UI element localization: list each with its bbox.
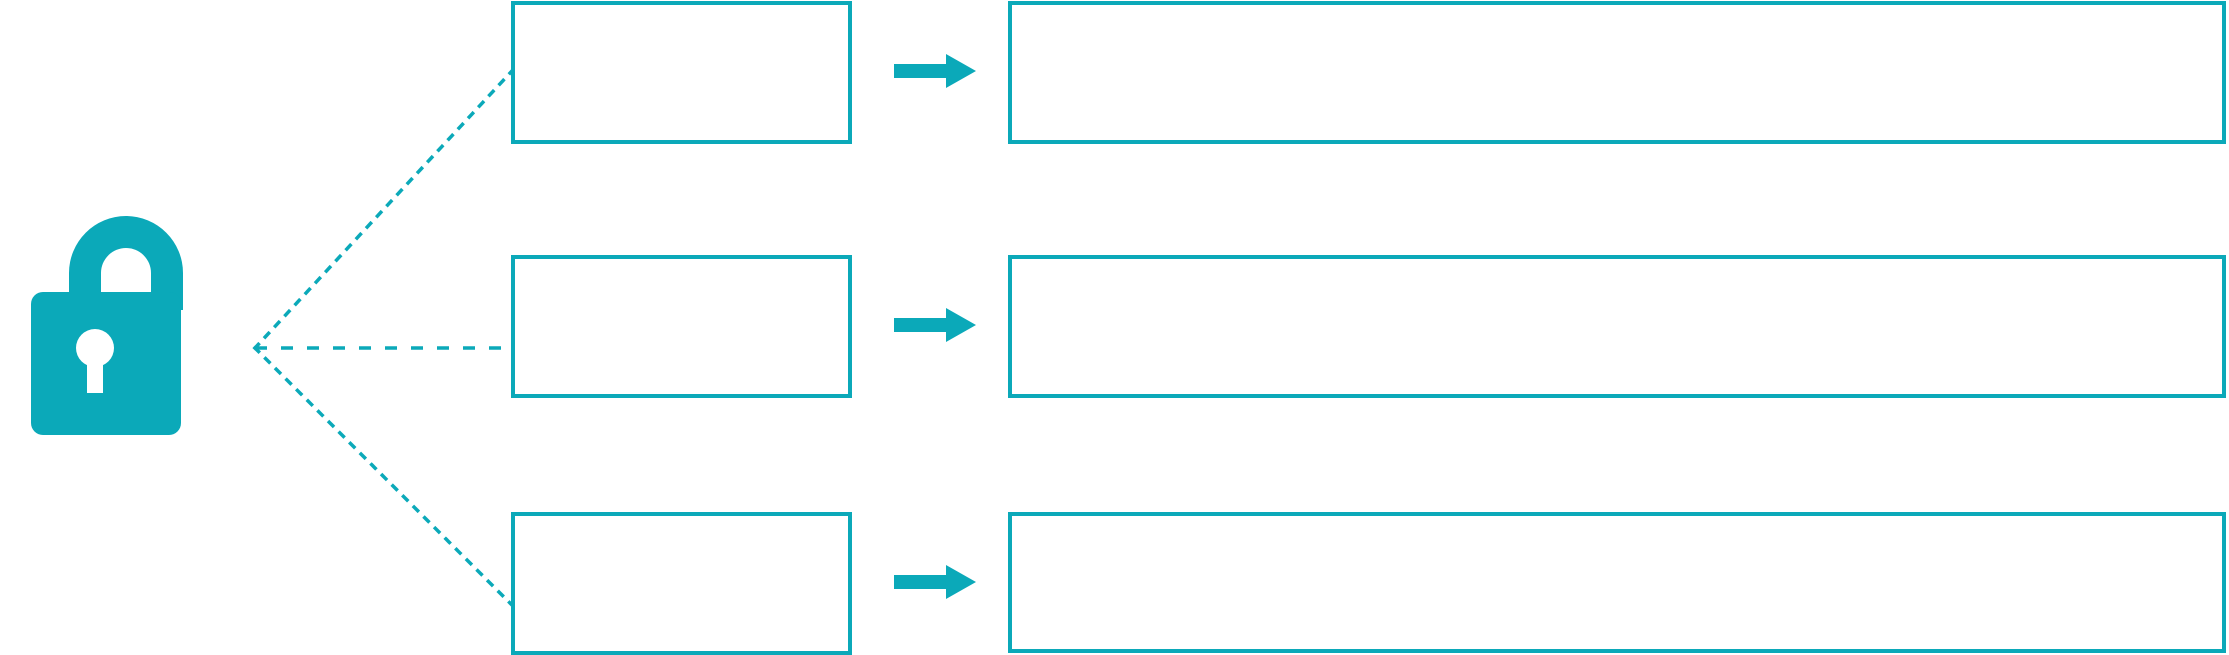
condition-box-1-label — [515, 5, 848, 33]
result-box-1-label — [1012, 5, 2222, 33]
result-box-2[interactable] — [1008, 255, 2226, 398]
condition-box-2[interactable] — [511, 255, 852, 398]
connector-line-3 — [252, 345, 514, 607]
result-box-3-label — [1012, 516, 2222, 544]
lock-icon — [31, 216, 183, 435]
result-box-2-label — [1012, 259, 2222, 287]
condition-box-1[interactable] — [511, 1, 852, 144]
condition-box-2-label — [515, 259, 848, 287]
result-box-1[interactable] — [1008, 1, 2226, 144]
connector-line-1 — [252, 69, 514, 351]
arrow-right-icon-3 — [894, 565, 976, 599]
result-box-3[interactable] — [1008, 512, 2226, 653]
arrow-right-icon-2 — [894, 308, 976, 342]
arrow-right-icon-1 — [894, 54, 976, 88]
condition-box-3-label — [515, 516, 848, 544]
condition-box-3[interactable] — [511, 512, 852, 655]
